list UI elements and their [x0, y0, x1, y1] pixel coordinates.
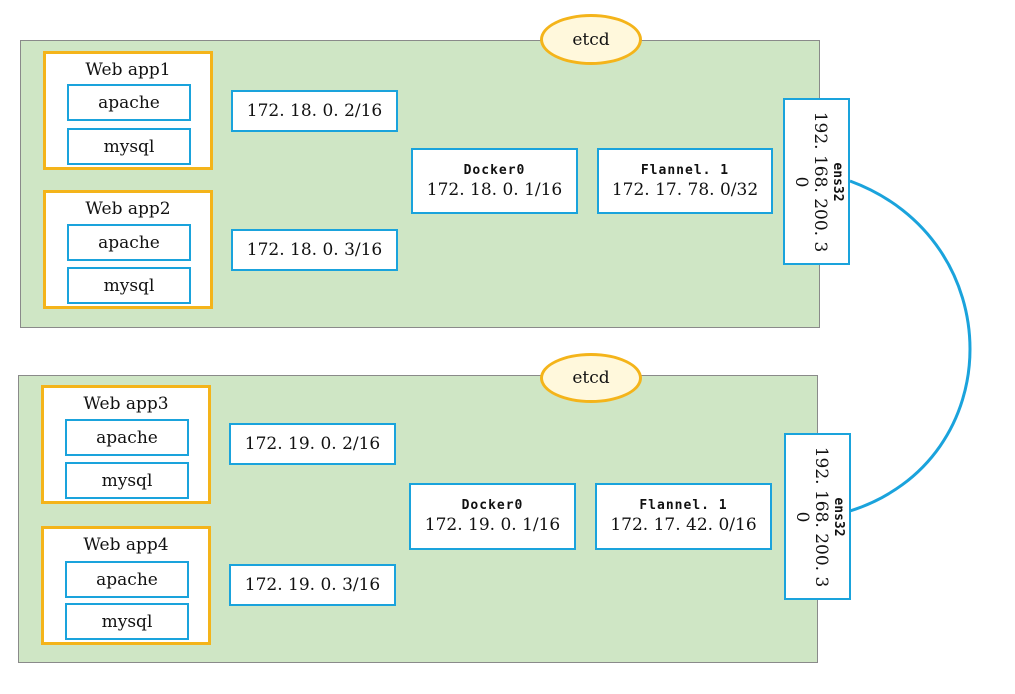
- nic-ip: 192. 168. 200. 3: [810, 446, 831, 587]
- flannel-name: Flannel. 1: [639, 498, 728, 513]
- docker0-bridge: Docker0 172. 19. 0. 1/16: [409, 483, 576, 550]
- flannel-interface: Flannel. 1 172. 17. 78. 0/32: [597, 148, 773, 214]
- docker0-bridge: Docker0 172. 18. 0. 1/16: [411, 148, 578, 214]
- inter-host-link: [849, 179, 972, 513]
- mysql-service: mysql: [67, 128, 191, 165]
- web-app2-box: Web app2 apache mysql: [43, 190, 213, 309]
- nic-ip: 192. 168. 200. 3: [809, 111, 830, 252]
- web-app4-box: Web app4 apache mysql: [41, 526, 211, 645]
- apache-service: apache: [65, 419, 189, 456]
- mysql-service: mysql: [67, 267, 191, 304]
- nic-ip-tail: 0: [791, 511, 812, 522]
- ens32-label: ens32 192. 168. 200. 3 0: [787, 101, 847, 263]
- docker0-ip: 172. 18. 0. 1/16: [426, 179, 563, 200]
- nic-name: ens32: [829, 161, 845, 202]
- flannel-name: Flannel. 1: [640, 162, 730, 178]
- apache-service: apache: [67, 84, 191, 121]
- etcd-node: etcd: [540, 353, 642, 403]
- etcd-node: etcd: [540, 14, 642, 65]
- docker0-ip: 172. 19. 0. 1/16: [424, 515, 561, 535]
- web-app1-title: Web app1: [85, 60, 171, 80]
- docker0-name: Docker0: [463, 162, 526, 178]
- web-app3-box: Web app3 apache mysql: [41, 385, 211, 504]
- nic-ip-tail: 0: [790, 176, 811, 187]
- web-app3-title: Web app3: [83, 394, 169, 414]
- apache-service: apache: [65, 561, 189, 598]
- app4-ip-box: 172. 19. 0. 3/16: [229, 564, 396, 606]
- mysql-service: mysql: [65, 462, 189, 499]
- apache-service: apache: [67, 224, 191, 261]
- web-app2-title: Web app2: [85, 199, 171, 219]
- ens32-nic: ens32 192. 168. 200. 3 0: [783, 98, 850, 265]
- app2-ip-box: 172. 18. 0. 3/16: [231, 229, 398, 271]
- flannel-interface: Flannel. 1 172. 17. 42. 0/16: [595, 483, 772, 550]
- app1-ip-box: 172. 18. 0. 2/16: [231, 90, 398, 132]
- flannel-ip: 172. 17. 78. 0/32: [611, 179, 759, 200]
- mysql-service: mysql: [65, 603, 189, 640]
- ens32-label: ens32 192. 168. 200. 3 0: [788, 436, 848, 598]
- app3-ip-box: 172. 19. 0. 2/16: [229, 423, 396, 465]
- web-app4-title: Web app4: [83, 535, 169, 555]
- docker0-name: Docker0: [461, 498, 524, 513]
- ens32-nic: ens32 192. 168. 200. 3 0: [784, 433, 851, 600]
- flannel-ip: 172. 17. 42. 0/16: [610, 515, 757, 535]
- web-app1-box: Web app1 apache mysql: [43, 51, 213, 170]
- nic-name: ens32: [830, 496, 846, 537]
